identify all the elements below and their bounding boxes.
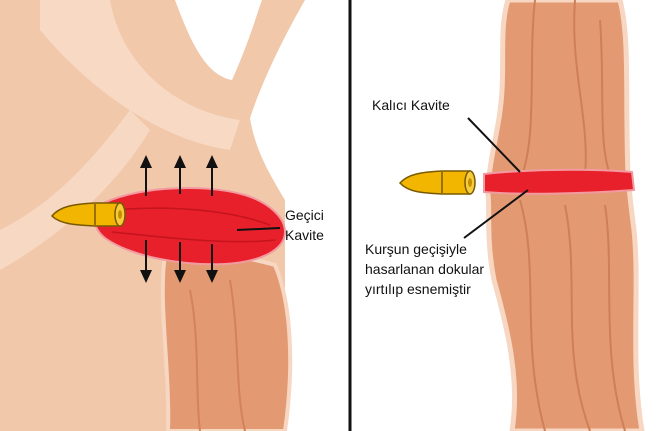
left-panel: Geçici Kavite <box>0 0 324 431</box>
permanent-cavity-label: Kalıcı Kavite <box>372 97 450 113</box>
temporary-cavity-label-line1: Geçici <box>285 207 324 223</box>
left-lower-muscle <box>163 253 290 431</box>
bullet-icon-right <box>400 171 475 194</box>
right-panel: Kalıcı Kavite Kurşun geçişiyle hasarlana… <box>365 0 642 431</box>
right-muscle-body <box>488 0 642 431</box>
temporary-cavity-label-line2: Kavite <box>285 227 324 243</box>
damaged-tissue-label-line3: yırtılıp esnemiştir <box>365 281 471 297</box>
damaged-tissue-label-line2: hasarlanan dokular <box>365 261 484 277</box>
damaged-tissue-label-line1: Kurşun geçişiyle <box>365 241 467 257</box>
permanent-cavity <box>484 170 634 194</box>
